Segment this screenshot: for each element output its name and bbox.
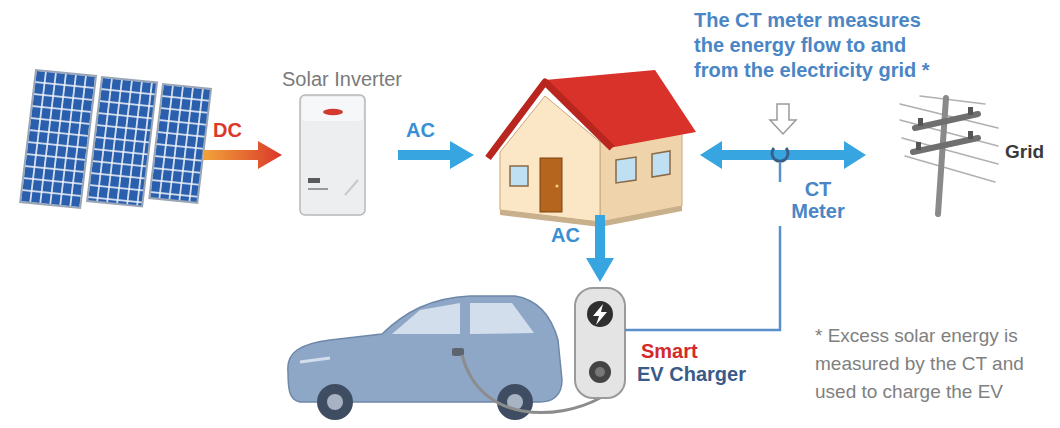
footnote: * Excess solar energy is measured by the…	[815, 322, 1043, 406]
ct-meter-label: CT Meter	[786, 178, 850, 222]
charger-label: Smart	[641, 340, 698, 363]
smart-ev-charger: SmartEV Charger	[575, 288, 625, 398]
charger-label: EV Charger	[637, 363, 746, 386]
solar-panels	[20, 70, 211, 208]
ac-down-arrow	[586, 215, 614, 282]
grid-arrow	[700, 141, 866, 169]
ac-label: AC	[551, 224, 580, 247]
grid-node: Grid	[895, 95, 1050, 220]
inverter-figure	[300, 95, 365, 215]
house-figure	[488, 70, 696, 227]
grid-label: Grid	[1005, 141, 1044, 163]
inverter-label: Solar Inverter	[282, 68, 402, 91]
dc-label: DC	[213, 119, 242, 142]
ct-meter: CT Meter	[768, 176, 854, 226]
pointer-arrow	[770, 104, 796, 134]
grid-pole	[900, 96, 998, 214]
ct-clamp	[772, 148, 788, 182]
ac-arrow	[398, 141, 474, 169]
dc-arrow	[203, 141, 282, 169]
charger-figure	[575, 288, 625, 398]
car-figure	[288, 296, 562, 420]
callout-note: The CT meter measures the energy flow to…	[694, 8, 942, 83]
ac-label: AC	[406, 119, 435, 142]
ct-wire	[625, 226, 780, 330]
solar-inverter: Solar Inverter	[300, 95, 365, 215]
